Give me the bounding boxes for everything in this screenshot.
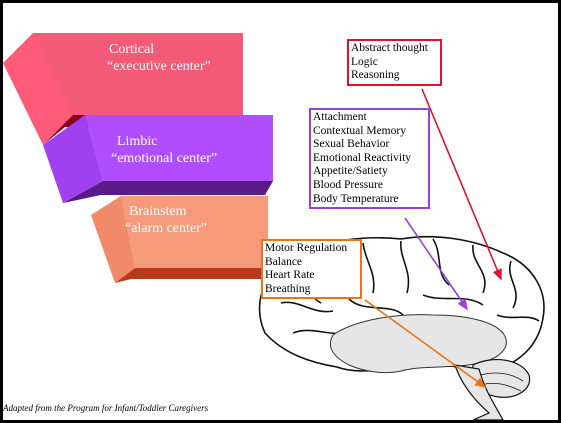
function-item: Abstract thought — [351, 42, 428, 54]
brainstem-front — [121, 196, 268, 268]
function-item: Blood Pressure — [313, 178, 383, 191]
arrow-to-cortex — [421, 88, 502, 281]
function-item: Contextual Memory — [313, 124, 406, 137]
cortical-front — [33, 33, 243, 115]
brainstem-label: Brainstem “alarm center” — [125, 203, 207, 237]
cortical-layer — [3, 33, 243, 145]
brainstem-functions-box: Motor Regulation Balance Heart Rate Brea… — [261, 239, 362, 300]
cortical-label: Cortical “executive center” — [107, 41, 211, 75]
arrow-to-brainstem — [364, 299, 487, 388]
limbic-layer — [43, 115, 273, 203]
slide: Cortical “executive center” Limbic “emot… — [3, 3, 558, 420]
function-item: Attachment — [313, 111, 367, 123]
brainstem-layer — [91, 196, 268, 283]
limbic-bottom — [63, 181, 273, 203]
brainstem-subtitle: “alarm center” — [125, 221, 207, 236]
function-item: Reasoning — [351, 69, 400, 82]
limbic-title: Limbic — [117, 134, 158, 149]
function-item: Emotional Reactivity — [313, 151, 412, 164]
limbic-region — [329, 314, 507, 374]
cortical-title: Cortical — [109, 42, 155, 57]
cortical-subtitle: “executive center” — [107, 59, 211, 74]
cortical-shadow — [43, 115, 73, 145]
brainstem-bottom — [115, 268, 268, 283]
arrow-to-limbic — [404, 217, 468, 311]
cerebellum — [472, 358, 531, 398]
function-item: Body Temperature — [313, 192, 399, 205]
function-item: Appetite/Satiety — [313, 165, 388, 178]
limbic-subtitle: “emotional center” — [111, 151, 218, 166]
limbic-front — [85, 115, 273, 181]
function-item: Balance — [265, 255, 303, 268]
cortical-functions-box: Abstract thought Logic Reasoning — [347, 39, 442, 86]
brainstem-region — [454, 364, 504, 420]
function-item: Motor Regulation — [265, 242, 348, 254]
brainstem-title: Brainstem — [129, 204, 187, 219]
brainstem-left-face — [91, 196, 135, 283]
function-item: Sexual Behavior — [313, 138, 390, 151]
cortical-left-face — [3, 33, 73, 145]
brain-pyramid — [3, 33, 273, 283]
limbic-functions-box: Attachment Contextual Memory Sexual Beha… — [309, 108, 430, 210]
source-credit: Adapted from the Program for Infant/Todd… — [3, 403, 209, 413]
function-item: Breathing — [265, 282, 311, 295]
function-item: Heart Rate — [265, 269, 315, 282]
limbic-left-face — [43, 115, 103, 203]
limbic-label: Limbic “emotional center” — [111, 133, 217, 167]
function-item: Logic — [351, 55, 378, 68]
